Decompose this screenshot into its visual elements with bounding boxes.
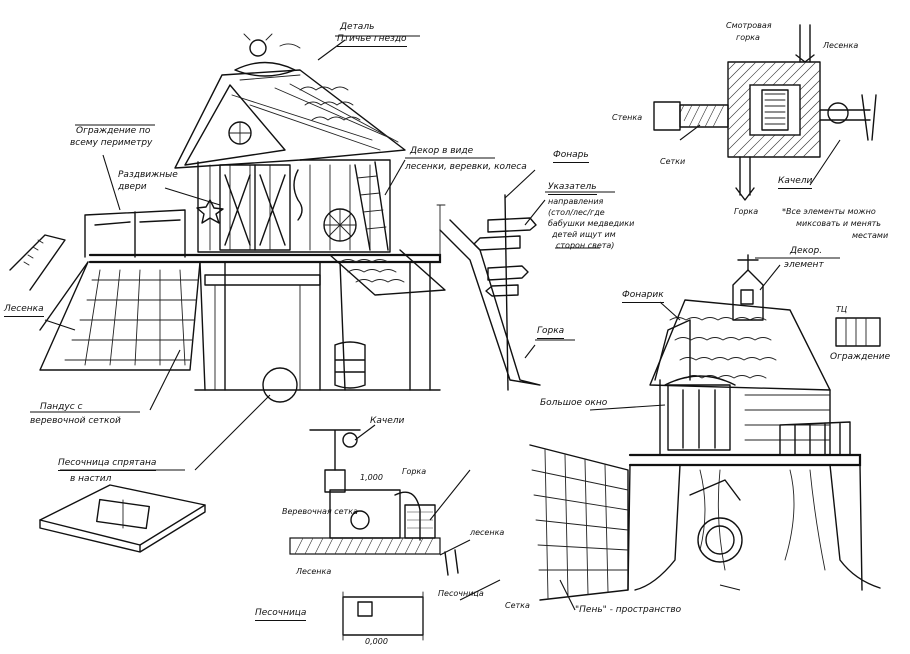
sandbox-sketch (39, 484, 206, 553)
label-lantern-mid: Фонарик (622, 290, 664, 303)
tree-house (529, 254, 881, 601)
signpost-sketch (473, 194, 537, 391)
label-signpost-desc-2: (стол/лес/где (548, 208, 605, 217)
label-plan-ladder: Лесенка (823, 41, 859, 50)
label-zero-level: 0,000 (365, 637, 388, 646)
label-sandbox-plan: Песочница (438, 589, 484, 598)
label-ground-level: 1,000 (360, 473, 383, 482)
label-plan-note-1: *Все элементы можно (782, 207, 876, 216)
label-sandbox-2: в настил (70, 474, 112, 484)
label-ramp-1: Пандус с (40, 402, 83, 412)
label-decor-element-1: Декор. (790, 246, 823, 256)
label-fence-perimeter-2: всему периметру (70, 138, 153, 148)
label-signpost: Указатель (548, 182, 597, 195)
label-ladder-small: Лесенка (296, 567, 332, 576)
label-hollow-space: "Пень" - пространство (575, 605, 682, 615)
label-bird-nest: Птичье гнездо (337, 34, 407, 47)
label-fence-small-tc: ТЦ (836, 305, 848, 314)
label-signpost-desc-3: бабушки медведики (548, 219, 635, 228)
label-signpost-desc-5: сторон света) (556, 241, 615, 250)
label-lantern-top: Фонарь (553, 150, 589, 163)
label-slide-small: Горка (402, 467, 427, 476)
label-plan-swing: Качели (778, 176, 813, 189)
label-detail: Деталь (340, 22, 375, 32)
label-sliding-doors-2: двери (118, 182, 147, 192)
label-plan-note-2: миксовать и менять (796, 219, 882, 228)
plan-view (653, 24, 877, 201)
label-plan-note-3: местами (852, 231, 889, 240)
label-decor-1: Декор в виде (410, 146, 474, 156)
label-plan-nets: Сетки (660, 157, 686, 166)
label-ramp-2: веревочной сеткой (30, 416, 121, 426)
label-sandbox-small: Песочница (255, 608, 307, 621)
label-plan-slide: Горка (734, 207, 759, 216)
label-sliding-doors-1: Раздвижные (118, 170, 178, 180)
label-net-bottom: Сетка (505, 601, 530, 610)
label-fence-small: Ограждение (830, 352, 891, 362)
label-ladder-plan: лесенка (470, 528, 505, 537)
main-playhouse (9, 33, 541, 403)
label-plan-sandbox: Стенка (612, 113, 643, 122)
label-slide: Горка (537, 326, 565, 339)
label-sandbox-1: Песочница спрятана (58, 458, 157, 471)
label-fence-perimeter-1: Ограждение по (76, 126, 151, 136)
label-ropes-net: Веревочная сетка (282, 507, 358, 516)
label-signpost-desc-1: направления (548, 197, 604, 206)
section-sketch (289, 429, 459, 641)
label-signpost-desc-4: детей ищут им (552, 230, 616, 239)
label-ladder: Лесенка (4, 304, 44, 317)
label-decor-2: лесенки, веревки, колеса (405, 162, 527, 172)
label-big-window: Большое окно (540, 398, 608, 408)
label-plan-top-1: Смотровая (726, 21, 772, 30)
label-decor-element-2: элемент (784, 260, 824, 270)
label-swing-top: Качели (370, 416, 405, 426)
label-plan-top-2: горка (736, 33, 760, 42)
